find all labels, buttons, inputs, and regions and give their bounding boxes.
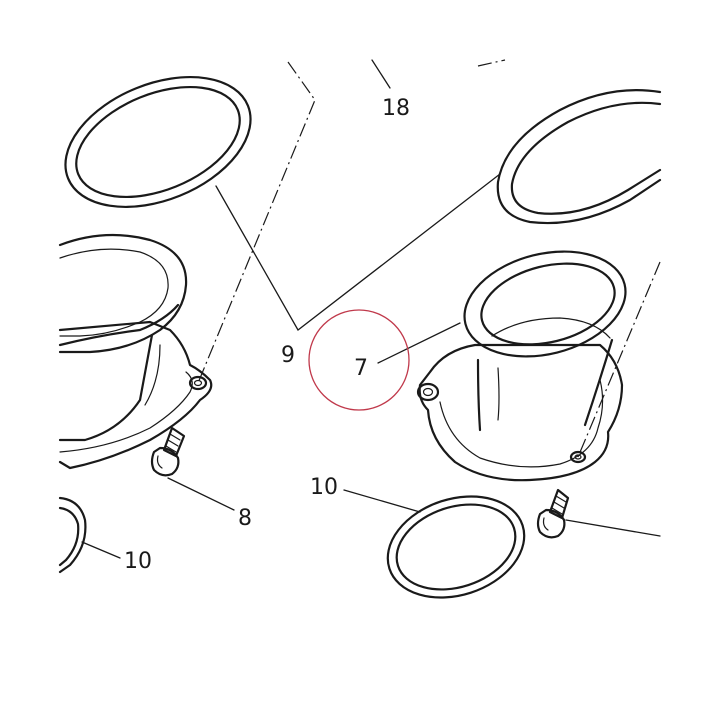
left-o-ring-lower xyxy=(58,496,87,574)
right-alignment-line xyxy=(577,261,661,458)
leader-18 xyxy=(371,59,391,89)
highlight-circle xyxy=(308,309,410,411)
left-intake-flange xyxy=(58,233,213,470)
leader-9 xyxy=(215,173,501,331)
top-right-alignment-line xyxy=(477,59,506,67)
callout-8: 8 xyxy=(238,506,252,531)
left-o-ring-upper xyxy=(64,75,252,209)
right-bolt xyxy=(536,488,570,539)
left-alignment-line xyxy=(197,61,316,384)
callout-7: 7 xyxy=(354,356,368,381)
right-intake-flange xyxy=(416,250,627,482)
leader-10-left xyxy=(81,541,121,559)
leader-7 xyxy=(377,322,461,364)
right-o-ring-upper xyxy=(496,89,662,225)
callout-10-left: 10 xyxy=(124,549,152,574)
leader-8 xyxy=(167,477,235,511)
right-o-ring-lower xyxy=(386,495,526,599)
leader-10-right xyxy=(343,489,421,513)
callout-10-right: 10 xyxy=(310,475,338,500)
callout-18: 18 xyxy=(382,96,410,121)
leader-right-bolt xyxy=(565,519,661,537)
left-bolt xyxy=(150,426,186,477)
callout-9: 9 xyxy=(281,343,295,368)
